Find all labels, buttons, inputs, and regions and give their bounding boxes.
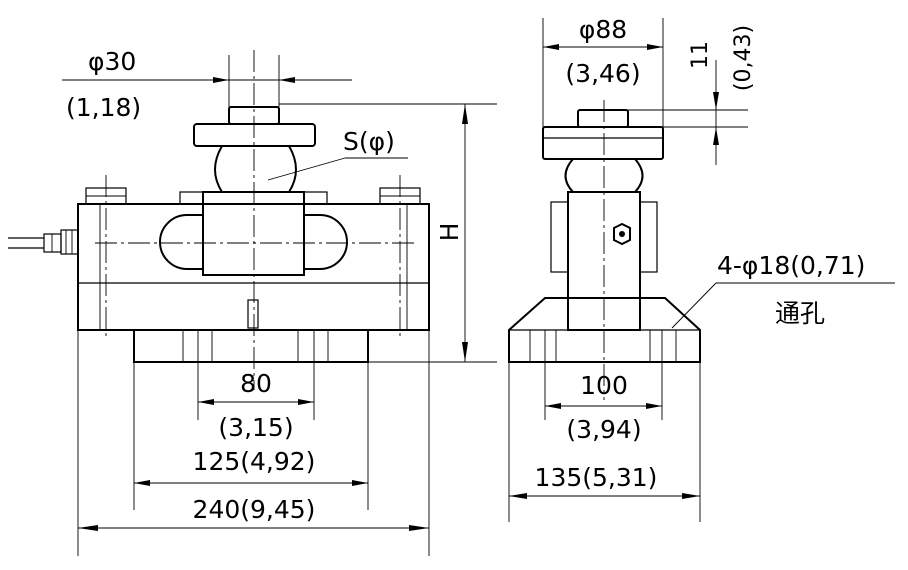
dim-80: 80 (3,15) [197,362,315,442]
cable-gland [8,229,79,255]
front-top-cap [193,123,316,147]
dim-135: 135(5,31) [508,362,701,522]
dim-top-diameter: φ88 (3,46) [542,15,664,127]
pin-diameter-inch-label: (1,18) [66,93,141,122]
dim-height: H [279,103,497,363]
dim-125: 125(4,92) [133,362,369,510]
side-view: φ88 (3,46) 11 (0,43) 4-φ18(0,71) 通孔 100 … [508,15,895,522]
dim-pin-diameter: φ30 (1,18) [62,47,352,122]
front-view: φ30 (1,18) S(φ) H 80 (3,15) [8,47,497,556]
ball-label: S(φ) [343,127,395,156]
top-diameter-inch-label: (3,46) [565,59,640,88]
top-diameter-label: φ88 [579,15,627,44]
dim-100: 100 (3,94) [544,362,663,444]
side-ball [564,158,644,193]
front-base-plate [133,329,369,363]
dim-80-label: 80 [240,369,272,398]
dim-240: 240(9,45) [77,330,430,556]
front-main-beam [77,203,430,331]
dim-135-label: 135(5,31) [535,463,658,492]
dim-125-label: 125(4,92) [193,447,316,476]
front-base-plate-ticks [182,330,329,362]
dim-80-inch-label: (3,15) [218,413,293,442]
front-ball [214,145,297,193]
side-top-pin [577,109,629,128]
hole-spec-label: 4-φ18(0,71) [717,251,865,280]
dim-100-inch-label: (3,94) [566,415,641,444]
height-label: H [435,223,464,242]
side-base-plate-ticks [529,330,677,362]
side-top-cap [542,126,664,160]
dim-11-inch-label: (0,43) [731,25,756,91]
pin-diameter-label: φ30 [88,47,136,76]
dim-240-label: 240(9,45) [193,495,316,524]
side-nut [613,222,631,246]
dim-11: 11 (0,43) [628,25,756,165]
hole-note-label: 通孔 [775,299,825,328]
dim-11-label: 11 [688,41,713,69]
dim-100-label: 100 [580,371,628,400]
